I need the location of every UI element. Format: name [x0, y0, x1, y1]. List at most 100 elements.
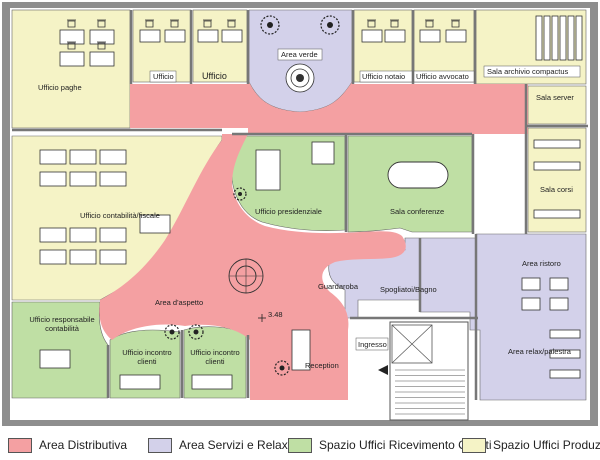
stair-block — [378, 321, 469, 421]
chair-icon — [451, 19, 460, 28]
plant-icon — [320, 15, 340, 35]
exercise-bench — [549, 329, 581, 339]
label-ufficio-avvocato: Ufficio avvocato — [416, 72, 469, 81]
zone-corridoio-nord — [130, 82, 528, 134]
zone-area-distributiva — [99, 134, 406, 400]
archive-shelf — [543, 15, 551, 61]
desk — [445, 29, 467, 43]
archive-shelf — [551, 15, 559, 61]
desk — [89, 51, 115, 67]
desk — [39, 227, 67, 243]
training-desk — [533, 161, 581, 171]
chair-icon — [145, 19, 154, 28]
label-sala-conferenze: Sala conferenze — [390, 207, 444, 216]
chair-icon — [67, 41, 76, 50]
label-sala-archivio: Sala archivio compactus — [487, 67, 569, 76]
label-ufficio-presidenziale: Ufficio presidenziale — [255, 207, 322, 216]
desk — [99, 249, 127, 265]
legend-swatch — [8, 437, 32, 453]
legend: Area Distributiva Area Servizi e Relax S… — [0, 428, 600, 460]
zone-corridoio-est — [476, 86, 528, 134]
interior-walls — [12, 10, 588, 400]
desk — [139, 29, 161, 43]
desk — [39, 171, 67, 187]
zone-area-verde — [248, 9, 353, 113]
desk — [99, 227, 127, 243]
exercise-bench — [549, 349, 581, 359]
label-ufficio-paghe: Ufficio paghe — [38, 83, 82, 92]
level-marker: 3.48 — [258, 310, 283, 322]
label-ufficio-incontro-2: Ufficio incontro clienti — [190, 348, 240, 366]
desk — [197, 29, 219, 43]
legend-label: Area Distributiva — [39, 438, 128, 452]
archive-shelf — [567, 15, 575, 61]
label-area-verde: Area verde — [281, 50, 318, 59]
furniture — [39, 15, 583, 390]
desk — [69, 149, 97, 165]
conference-table — [387, 161, 449, 189]
chair-icon — [425, 19, 434, 28]
zone-ufficio-avvocato — [413, 9, 475, 83]
dining-table — [549, 297, 569, 311]
dining-table — [521, 277, 541, 291]
reception-desk — [291, 329, 311, 371]
label-ufficio-1: Ufficio — [153, 72, 174, 81]
plant-icon — [274, 360, 290, 376]
legend-label: Area Servizi e Relax — [179, 438, 288, 452]
zone-ufficio-notaio — [353, 9, 413, 83]
label-ufficio-2: Ufficio — [202, 71, 227, 81]
zone-sala-server — [527, 85, 587, 125]
desk — [59, 29, 85, 45]
chair-icon — [97, 19, 106, 28]
desk — [99, 149, 127, 165]
desk — [164, 29, 186, 43]
desk — [39, 149, 67, 165]
label-ingresso: Ingresso — [358, 340, 387, 349]
floor-plan: 3.48 Ufficio paghe Ufficio Ufficio Area … — [2, 2, 598, 426]
plant-icon — [260, 15, 280, 35]
label-ufficio-notaio: Ufficio notaio — [362, 72, 405, 81]
legend-item-ricevimento: Spazio Uffici Ricevimento Clienti — [288, 437, 492, 453]
desk — [69, 249, 97, 265]
desk — [221, 29, 243, 43]
label-sala-corsi: Sala corsi — [540, 185, 573, 194]
label-ufficio-responsabile: Ufficio responsabile contabilità — [29, 315, 95, 333]
legend-item-distributiva: Area Distributiva — [8, 437, 128, 453]
plant-icon — [164, 324, 180, 340]
chair-icon — [227, 19, 236, 28]
label-ufficio-incontro-2-wrap: Ufficio incontro clienti — [190, 348, 240, 366]
stair-steps — [395, 369, 465, 415]
legend-swatch — [462, 437, 486, 453]
label-area-relax: Area relax/palestra — [508, 347, 572, 356]
chair-icon — [67, 19, 76, 28]
desk — [89, 29, 115, 45]
chair-icon — [170, 19, 179, 28]
dining-table — [521, 297, 541, 311]
desk — [139, 214, 171, 234]
desk — [191, 374, 233, 390]
exercise-bench — [549, 369, 581, 379]
zone-ufficio-paghe — [11, 9, 131, 129]
desk — [59, 51, 85, 67]
label-ufficio-incontro-1: Ufficio incontro clienti — [122, 348, 172, 366]
label-ufficio-incontro-1-wrap: Ufficio incontro clienti — [122, 348, 172, 366]
legend-label: Spazio Uffici Produzione — [493, 438, 600, 452]
desk — [39, 349, 71, 369]
label-area-aspetto: Area d'aspetto — [155, 298, 203, 307]
desk — [39, 249, 67, 265]
stair-arrow-icon — [378, 365, 388, 375]
desk — [119, 374, 161, 390]
chair-icon — [97, 41, 106, 50]
label-reception: Reception — [305, 361, 339, 370]
legend-swatch — [148, 437, 172, 453]
label-ufficio-contabilita: Ufficio contabilità/fiscale — [80, 211, 160, 220]
desk — [69, 227, 97, 243]
dining-table — [549, 277, 569, 291]
chair-icon — [367, 19, 376, 28]
plant-icon — [188, 324, 204, 340]
desk — [99, 171, 127, 187]
level-mark-label: 3.48 — [268, 310, 283, 319]
archive-shelf — [575, 15, 583, 61]
label-sala-server: Sala server — [536, 93, 574, 102]
archive-shelf — [535, 15, 543, 61]
